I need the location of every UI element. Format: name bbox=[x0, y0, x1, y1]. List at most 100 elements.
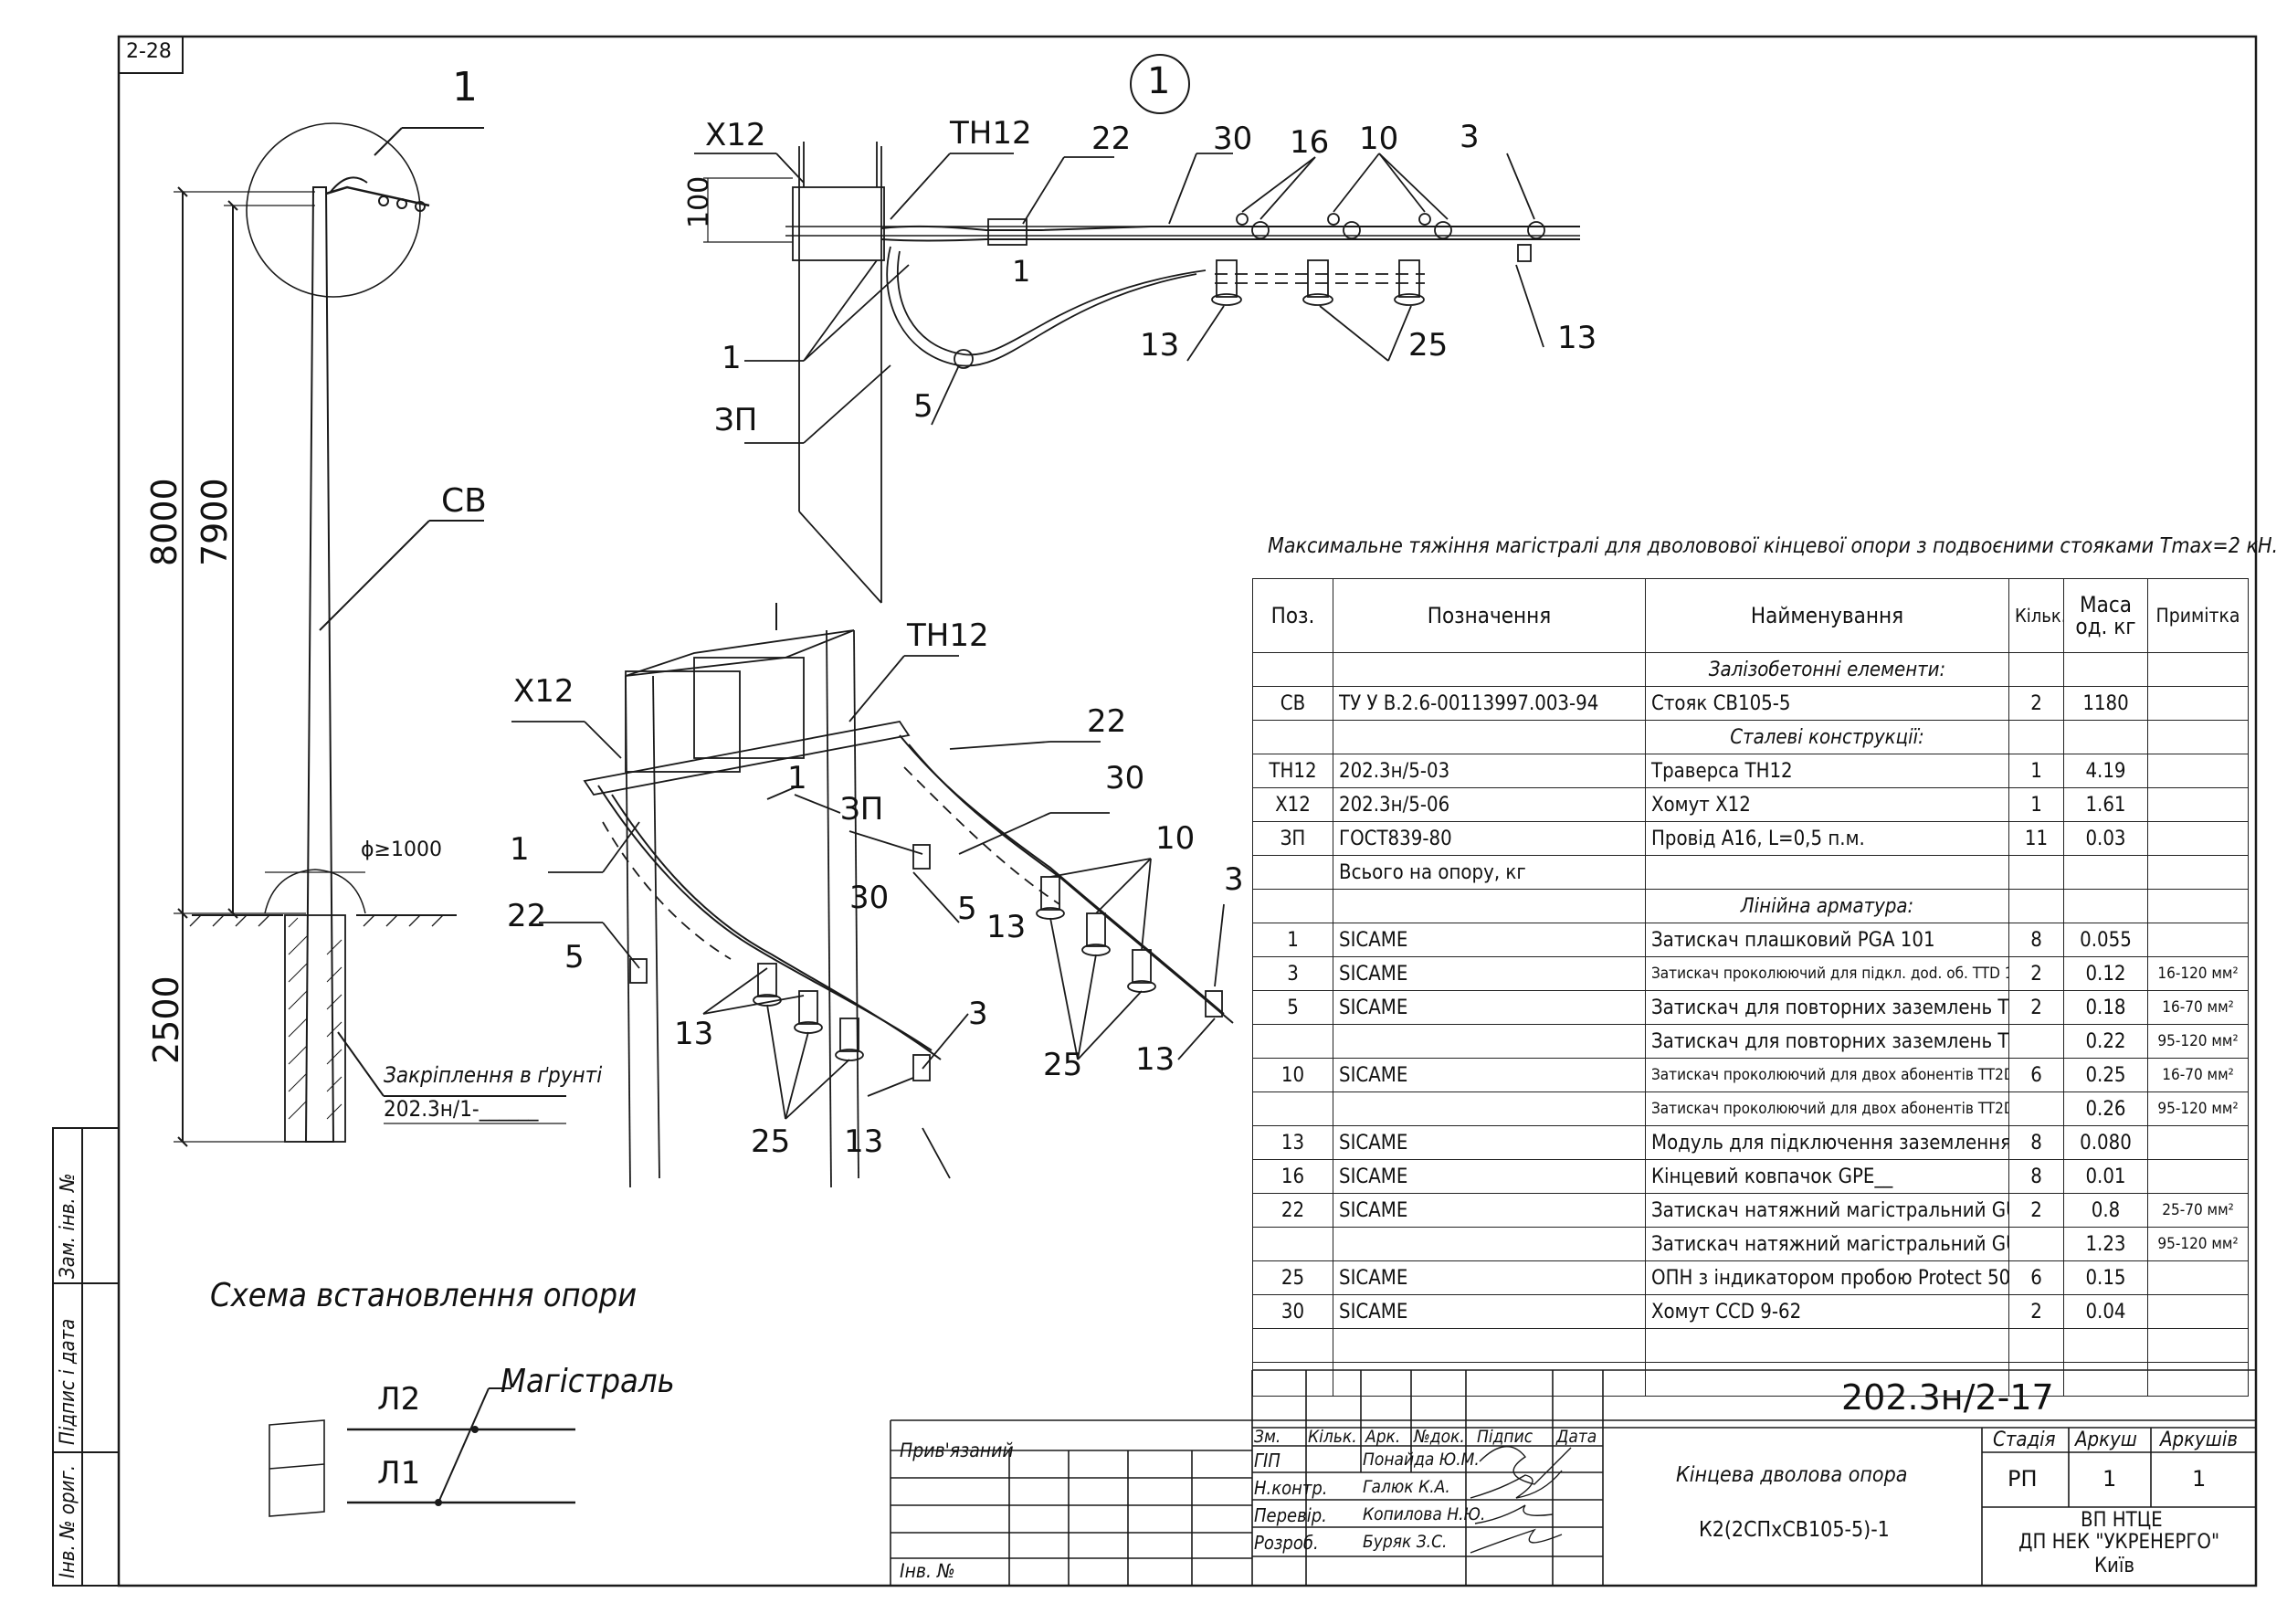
top-label-13a: 13 bbox=[1140, 327, 1180, 364]
table-cell-code: SICAME bbox=[1333, 1058, 1646, 1092]
table-cell-empty bbox=[2008, 652, 2064, 687]
top-label-22: 22 bbox=[1091, 121, 1132, 157]
top-label-1a: 1 bbox=[1012, 254, 1031, 289]
tb-name-rozrob: Буряк З.С. bbox=[1363, 1532, 1448, 1552]
table-cell-name: Затискач натяжний магістральний GUKo2 bbox=[1645, 1227, 2009, 1261]
tb-name-perevir: Копилова Н.Ю. bbox=[1363, 1504, 1486, 1524]
doc-code: 202.3н/2-17 bbox=[1841, 1377, 2054, 1418]
table-cell-name: Затискач для повторних заземлень TND 241 bbox=[1645, 1024, 2009, 1059]
sheets-value: 1 bbox=[2192, 1466, 2207, 1492]
side-stamp-box bbox=[52, 1127, 120, 1587]
table-cell-code bbox=[1333, 1091, 1646, 1126]
th-code: Позначення bbox=[1333, 578, 1646, 653]
stamp-pidpys: Підпис і дата bbox=[57, 1318, 79, 1445]
table-cell-note bbox=[2147, 754, 2249, 788]
table-row: Затискач для повторних заземлень TND 241… bbox=[1252, 1024, 2249, 1059]
tb-head-ark: Арк. bbox=[1365, 1427, 1401, 1447]
table-cell-pos bbox=[1252, 1024, 1333, 1059]
table-cell-note: 25-70 мм² bbox=[2147, 1193, 2249, 1228]
table-cell-name: Затискач проколюючий для двох абонентів … bbox=[1645, 1058, 2009, 1092]
table-cell-name bbox=[1645, 855, 2009, 890]
table-cell-pos: 1 bbox=[1252, 923, 1333, 957]
table-cell-empty bbox=[2008, 720, 2064, 754]
table-cell-mass: 4.19 bbox=[2063, 754, 2148, 788]
iso-label-3a: 3 bbox=[1224, 861, 1244, 898]
corner-tag: 2-28 bbox=[126, 40, 172, 63]
table-cell-name: Затискач натяжний магістральний GUKo1 bbox=[1645, 1193, 2009, 1228]
table-cell-name: Затискач проколюючий для підкл. доd. об.… bbox=[1645, 956, 2009, 991]
table-cell-code: 202.3н/5-06 bbox=[1333, 787, 1646, 822]
tb-role-perevir: Перевір. bbox=[1254, 1504, 1327, 1526]
table-cell-mass: 0.18 bbox=[2063, 990, 2148, 1025]
table-cell-mass: 0.04 bbox=[2063, 1294, 2148, 1329]
table-cell-qty: 11 bbox=[2008, 821, 2064, 856]
tb-name-nkontr: Галюк К.А. bbox=[1363, 1477, 1450, 1497]
table-row: Затискач проколюючий для двох абонентів … bbox=[1252, 1091, 2249, 1126]
table-cell-note bbox=[2147, 1260, 2249, 1295]
table-cell-note bbox=[2147, 855, 2249, 890]
product-name: Кінцева дволова опора bbox=[1676, 1463, 1908, 1487]
table-cell-note: 16-70 мм² bbox=[2147, 1058, 2249, 1092]
table-cell-empty bbox=[2063, 1328, 2148, 1363]
table-cell-empty bbox=[2147, 889, 2249, 923]
tb-role-rozrob: Розроб. bbox=[1254, 1532, 1319, 1554]
table-cell-empty bbox=[1252, 1362, 1333, 1397]
org-line-1: ВП НТЦЕ bbox=[2081, 1509, 2163, 1532]
table-cell-empty bbox=[2063, 1362, 2148, 1397]
table-cell-code: ГОСТ839-80 bbox=[1333, 821, 1646, 856]
table-cell-name: Траверса ТН12 bbox=[1645, 754, 2009, 788]
scheme-l1-label: Л1 bbox=[377, 1455, 421, 1492]
table-cell-note bbox=[2147, 686, 2249, 721]
table-cell-mass: 0.055 bbox=[2063, 923, 2148, 957]
table-cell-empty bbox=[2147, 720, 2249, 754]
table-cell-name: Стояк СВ105-5 bbox=[1645, 686, 2009, 721]
callout-1-label: 1 bbox=[452, 64, 478, 111]
table-section-title: Лінійна арматура: bbox=[1645, 889, 2009, 923]
table-cell-empty bbox=[1333, 889, 1646, 923]
tb-head-kilk: Кільк. bbox=[1308, 1427, 1357, 1447]
tb-head-data: Дата bbox=[1556, 1427, 1597, 1447]
table-cell-name: Хомут CCD 9-62 bbox=[1645, 1294, 2009, 1329]
iso-label-25a: 25 bbox=[751, 1123, 791, 1160]
fixing-text: Закріплення в ґрунті bbox=[384, 1062, 603, 1088]
stamp-zam-inv: Зам. інв. № bbox=[57, 1173, 79, 1279]
table-cell-pos: ТН12 bbox=[1252, 754, 1333, 788]
specification-table: Поз. Позначення Найменування Кільк. Маса… bbox=[1252, 578, 2249, 1397]
table-section-row: Лінійна арматура: bbox=[1252, 889, 2249, 923]
table-cell-empty bbox=[1333, 720, 1646, 754]
sheet-value: 1 bbox=[2103, 1466, 2117, 1492]
dim-7900: 7900 bbox=[195, 478, 235, 566]
tb-head-ndok: №док. bbox=[1414, 1427, 1465, 1447]
table-cell-code: SICAME bbox=[1333, 1159, 1646, 1194]
table-cell-name: Затискач проколюючий для двох абонентів … bbox=[1645, 1091, 2009, 1126]
table-section-row: Сталеві конструкції: bbox=[1252, 720, 2249, 754]
table-cell-pos: 3 bbox=[1252, 956, 1333, 991]
scheme-main-line-label: Магістраль bbox=[501, 1363, 675, 1400]
table-cell-qty: 1 bbox=[2008, 787, 2064, 822]
inv-no-label: Інв. № bbox=[900, 1560, 955, 1582]
table-cell-qty: 8 bbox=[2008, 1159, 2064, 1194]
table-cell-mass: 1.61 bbox=[2063, 787, 2148, 822]
table-cell-pos bbox=[1252, 1227, 1333, 1261]
table-cell-mass: 0.25 bbox=[2063, 1058, 2148, 1092]
table-title: Максимальне тяжіння магістралі для дволо… bbox=[1268, 534, 2279, 558]
table-cell-empty bbox=[2008, 1328, 2064, 1363]
org-line-2: ДП НЕК "УКРЕНЕРГО" bbox=[2018, 1531, 2220, 1554]
scheme-l2-label: Л2 bbox=[377, 1381, 421, 1418]
table-cell-qty: 2 bbox=[2008, 956, 2064, 991]
tb-head-zm: Зм. bbox=[1254, 1427, 1281, 1447]
table-cell-name: Хомут Х12 bbox=[1645, 787, 2009, 822]
table-cell-empty bbox=[1333, 1328, 1646, 1363]
table-cell-qty bbox=[2008, 1024, 2064, 1059]
table-cell-mass: 0.15 bbox=[2063, 1260, 2148, 1295]
table-cell-qty: 8 bbox=[2008, 1125, 2064, 1160]
table-section-row: Залізобетонні елементи: bbox=[1252, 652, 2249, 687]
dim-8000: 8000 bbox=[144, 478, 184, 566]
table-row: Всього на опору, кг bbox=[1252, 855, 2249, 890]
table-cell-pos: ЗП bbox=[1252, 821, 1333, 856]
table-cell-code: 202.3н/5-03 bbox=[1333, 754, 1646, 788]
